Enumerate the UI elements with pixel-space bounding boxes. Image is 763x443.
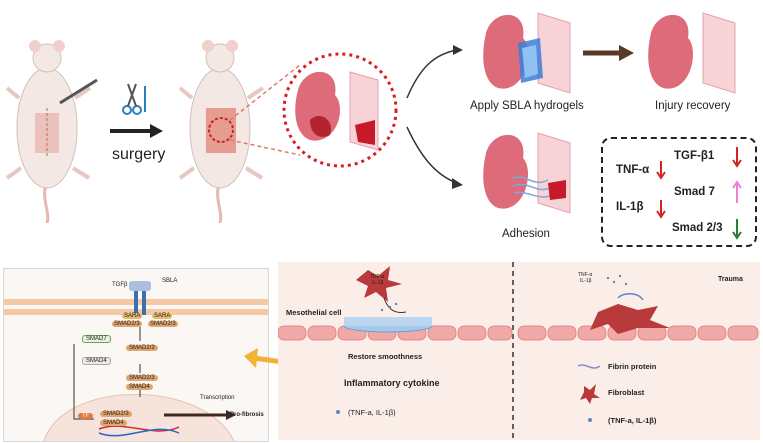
mouse-illustration-1	[5, 40, 98, 223]
smad7-node: SMAD7	[82, 335, 111, 343]
tf-node: TF	[78, 413, 94, 419]
scissors-icon	[122, 83, 146, 115]
mid-tnf: TNF-α	[370, 274, 385, 280]
profibrosis-label: Pro-fibrosis	[230, 412, 264, 418]
surgery-label: surgery	[112, 146, 166, 163]
legend-smad23: Smad 2/3	[672, 222, 723, 234]
tgf-smad-pathway-panel: TGFβ SBLA SARA SARA SMAD2/3 SMAD2/3 SMAD…	[3, 268, 269, 442]
trauma-label: Trauma	[718, 276, 743, 283]
smad23-nucleus: SMAD2/3	[100, 411, 132, 417]
inflammatory-label: Inflammatory cytokine	[344, 378, 440, 388]
down-arrow-icon	[656, 200, 666, 219]
arrow-recovery	[583, 45, 634, 61]
smad23-right: SMAD2/3	[148, 321, 178, 327]
mechanism-panel: TNF-α IL-1β Mesothelial cell Restore smo…	[278, 262, 760, 440]
zoom-lines	[230, 64, 301, 156]
cell-membrane	[4, 281, 268, 441]
legend-tnf: TNF-α	[616, 164, 650, 176]
legend-tgf: TGF-β1	[674, 150, 715, 162]
adhesion-illustration	[483, 132, 571, 214]
transcription-label: Transcription	[200, 395, 235, 401]
injury-recovery-label: Injury recovery	[655, 100, 731, 112]
sara-right: SARA	[152, 313, 173, 319]
sbla-applied-illustration	[483, 12, 571, 94]
arrow-right-icon	[110, 124, 163, 138]
smad4-node: SMAD4	[82, 357, 111, 365]
down-arrow-icon	[732, 147, 742, 168]
down-arrow-icon	[656, 161, 666, 180]
mouse-illustration-2	[178, 40, 265, 223]
legend-smad7: Smad 7	[674, 186, 715, 198]
up-arrow-icon	[732, 180, 742, 203]
mesothelium-illustration	[278, 262, 759, 440]
cytokine-legend-box	[601, 137, 757, 247]
smad4-low: SMAD4	[126, 384, 153, 390]
apply-sbla-label: Apply SBLA hydrogels	[470, 100, 584, 112]
down-arrow-icon	[732, 219, 742, 240]
zoomed-injury-circle	[282, 52, 398, 168]
arrow-to-apply	[406, 45, 463, 99]
mid-il: IL-1β	[372, 280, 384, 286]
recovery-illustration	[648, 12, 736, 94]
smad23-low: SMAD2/3	[126, 375, 158, 381]
legend-il: IL-1β	[616, 201, 644, 213]
fibrin-label: Fibrin protein	[608, 362, 657, 371]
right-tnf: TNF-α	[578, 272, 593, 278]
mid-legend-item: (TNF-a, IL-1β)	[348, 408, 396, 417]
fibroblast-label: Fibroblast	[608, 388, 645, 397]
mesothelial-label: Mesothelial cell	[286, 308, 342, 317]
smad23-mid: SMAD2/3	[126, 345, 158, 351]
smad23-left: SMAD2/3	[112, 321, 142, 327]
restore-label: Restore smoothness	[348, 352, 423, 361]
sara-left: SARA	[122, 313, 143, 319]
tgf-label: TGFβ	[112, 282, 128, 288]
right-legend-item: (TNF-a, IL-1β)	[608, 416, 657, 425]
arrow-to-adhesion	[406, 126, 463, 189]
sbla-label: SBLA	[162, 278, 178, 284]
right-il: IL-1β	[580, 278, 592, 284]
adhesion-label: Adhesion	[502, 228, 550, 240]
smad4-nucleus: SMAD4	[100, 420, 127, 426]
